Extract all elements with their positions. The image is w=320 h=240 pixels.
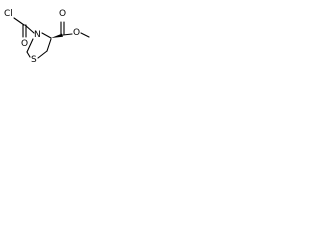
atom-label-nitrogen: N <box>34 30 41 40</box>
bond-s-c2 <box>26 51 31 58</box>
atom-label-acyl-oxygen: O <box>21 39 28 49</box>
atom-label-ester-carbonyl-oxygen: O <box>59 9 66 19</box>
bond-cl-c <box>13 17 25 26</box>
bond-n-c4 <box>41 32 52 39</box>
atom-label-chlorine: Cl <box>4 9 13 19</box>
bond-c2-n <box>26 38 34 53</box>
bond-o-methyl <box>80 32 90 38</box>
atom-label-ester-ether-oxygen: O <box>73 28 80 38</box>
chemical-structure: Cl O N S O O <box>4 9 90 65</box>
bond-c5-s <box>37 50 48 59</box>
bond-c-n <box>24 24 35 34</box>
atom-label-sulfur: S <box>31 55 37 65</box>
bond-c4-c5 <box>46 38 52 52</box>
stereo-wedge-bond <box>51 33 63 38</box>
bond-c-o-ether <box>62 33 73 36</box>
